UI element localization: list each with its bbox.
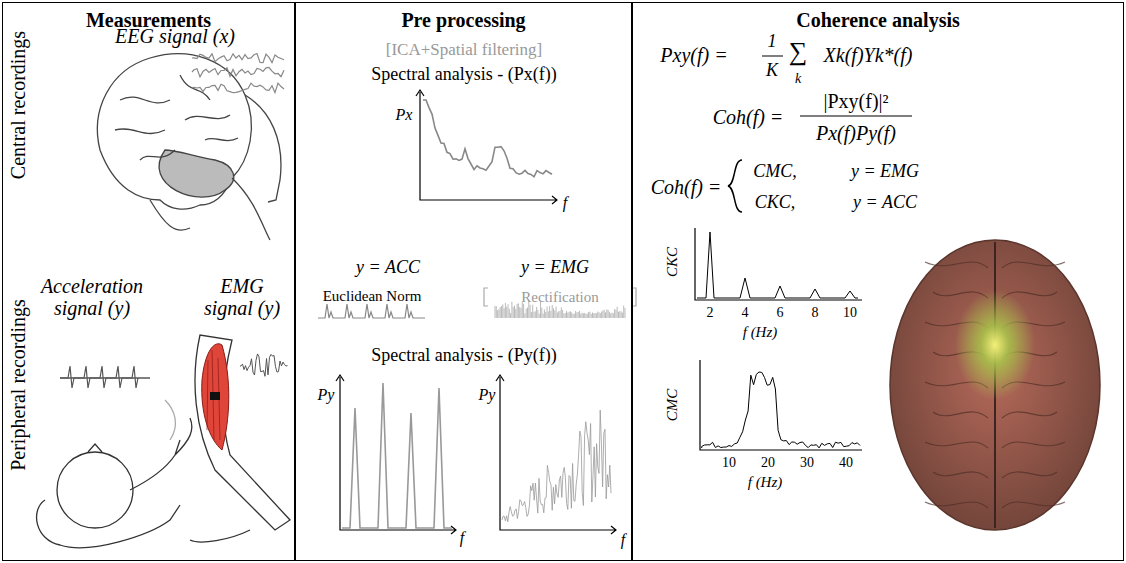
arm-emg bbox=[190, 335, 290, 542]
text-label: 4 bbox=[742, 305, 749, 320]
panel-box: Coherence analysis bbox=[632, 2, 1124, 561]
text-label: EMG signal (y) bbox=[195, 275, 290, 319]
text-label: Coh(f) = bbox=[713, 106, 784, 128]
text-label: ∑ bbox=[789, 38, 808, 67]
text-label: |Pxy(f)|² bbox=[823, 90, 888, 112]
text-label: y = EMG bbox=[521, 258, 589, 278]
brain-side bbox=[97, 54, 281, 240]
text-label: 30 bbox=[800, 455, 814, 470]
text-label: f (Hz) bbox=[748, 474, 783, 491]
text-label: Xk(f)Yk*(f) bbox=[824, 44, 913, 66]
panel-heading: Pre processing bbox=[296, 3, 631, 32]
eeg-spectrum bbox=[423, 100, 552, 177]
text-label: Px bbox=[396, 106, 413, 124]
text-label: Spectral analysis - (Py(f)) bbox=[371, 346, 556, 366]
text-label: f (Hz) bbox=[743, 324, 778, 341]
text-label: Py bbox=[318, 386, 335, 404]
axis-title: CKC bbox=[664, 247, 681, 277]
text-label: y = EMG bbox=[851, 162, 919, 182]
text-label: f bbox=[621, 531, 625, 549]
brain-top bbox=[890, 240, 1100, 530]
text-label: 40 bbox=[839, 455, 853, 470]
text-label: 10 bbox=[843, 305, 857, 320]
text-label: 6 bbox=[777, 305, 784, 320]
axis-title: Central recordings bbox=[7, 31, 29, 179]
ckc-spectrum bbox=[697, 232, 858, 298]
text-label: 1 bbox=[768, 32, 777, 52]
text-label: Coh(f) = bbox=[651, 176, 722, 198]
head-arm bbox=[37, 378, 192, 548]
text-label: [ICA+Spatial filtering] bbox=[386, 41, 542, 60]
panel-heading: Coherence analysis bbox=[633, 3, 1123, 32]
text-label: 10 bbox=[722, 455, 736, 470]
axes bbox=[336, 56, 912, 534]
eeg-traces bbox=[192, 54, 284, 93]
euclidean-norm-trace bbox=[318, 304, 425, 318]
text-label: 8 bbox=[812, 305, 819, 320]
text-label: 2 bbox=[707, 305, 714, 320]
text-label: 20 bbox=[761, 455, 775, 470]
emg-spectrum bbox=[502, 410, 611, 522]
axis-title: CMC bbox=[664, 389, 681, 422]
text-label: Spectral analysis - (Px(f)) bbox=[371, 65, 556, 85]
emg-trace bbox=[240, 354, 288, 376]
acc-spectrum bbox=[342, 383, 452, 528]
text-label: CKC, bbox=[755, 193, 796, 213]
text-label: f bbox=[563, 194, 567, 212]
panel-box: Pre processing bbox=[295, 2, 632, 561]
text-label: CMC, bbox=[753, 162, 797, 182]
axis-title: Peripheral recordings bbox=[7, 299, 29, 471]
text-label: f bbox=[460, 529, 464, 547]
text-label: EEG signal (x) bbox=[115, 25, 235, 47]
text-label: Px(f)Py(f) bbox=[816, 122, 896, 144]
text-label: Py bbox=[479, 386, 496, 404]
text-label: y = ACC bbox=[853, 193, 917, 213]
text-label: K bbox=[766, 61, 778, 81]
text-label: Rectification bbox=[521, 289, 598, 306]
text-label: Euclidean Norm bbox=[323, 288, 422, 305]
text-label: k bbox=[795, 71, 801, 86]
text-label: y = ACC bbox=[356, 258, 420, 278]
acc-trace bbox=[60, 366, 138, 388]
cmc-spectrum bbox=[702, 372, 860, 448]
text-label: Pxy(f) = bbox=[660, 44, 727, 66]
text-label: Acceleration signal (y) bbox=[30, 275, 155, 319]
